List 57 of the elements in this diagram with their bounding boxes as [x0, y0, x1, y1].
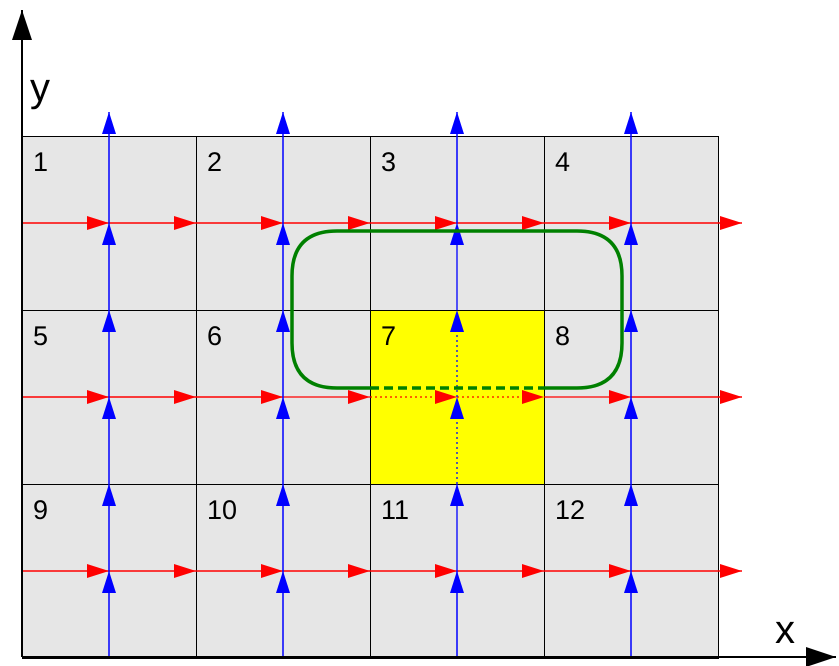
arrow: [624, 223, 638, 397]
cell-number: 3: [381, 147, 396, 177]
grid-cell: [544, 310, 719, 485]
arrow: [102, 112, 116, 223]
grid-cell: [22, 310, 197, 485]
arrow: [457, 564, 631, 578]
arrow: [22, 564, 109, 578]
arrow: [450, 112, 464, 223]
cell-number: 2: [207, 147, 222, 177]
grid-cell: [22, 136, 197, 311]
grid-cell: [370, 484, 545, 659]
grid-cell: [196, 484, 371, 659]
arrow: [109, 216, 283, 230]
cell-number: 6: [207, 321, 222, 351]
arrow: [450, 223, 464, 397]
highlighted-grid-cell: [370, 310, 545, 485]
grid-cell: [370, 136, 545, 311]
arrow: [276, 223, 290, 397]
cell-number: 12: [555, 495, 586, 525]
cell-number: 10: [207, 495, 238, 525]
arrow: [102, 223, 116, 397]
arrow: [450, 571, 464, 658]
arrow: [102, 571, 116, 658]
cell-number: 11: [381, 495, 410, 525]
grid-cell: [22, 484, 197, 659]
axis-label: x: [775, 608, 795, 652]
grid-cell: [196, 136, 371, 311]
arrow: [450, 397, 464, 571]
arrow: [624, 112, 638, 223]
arrow: [283, 564, 457, 578]
arrow: [631, 390, 742, 404]
arrow: [22, 216, 109, 230]
arrow: [283, 216, 457, 230]
arrow: [276, 571, 290, 658]
arrow: [109, 564, 283, 578]
arrow: [457, 390, 631, 404]
arrow: [631, 216, 742, 230]
cell-number: 5: [33, 321, 48, 351]
arrow: [109, 390, 283, 404]
arrow: [276, 397, 290, 571]
arrow: [102, 397, 116, 571]
grid-cell: [196, 310, 371, 485]
cell-number: 9: [33, 495, 48, 525]
arrow: [631, 564, 742, 578]
cell-number: 4: [555, 147, 570, 177]
arrow: [624, 571, 638, 658]
arrow: [283, 390, 457, 404]
cell-number: 8: [555, 321, 570, 351]
cell-number: 7: [381, 321, 396, 351]
arrow: [276, 112, 290, 223]
arrow: [22, 390, 109, 404]
grid-cell: [544, 484, 719, 659]
arrow: [457, 216, 631, 230]
grid-cell: [544, 136, 719, 311]
cell-number: 1: [33, 147, 48, 177]
arrow: [624, 397, 638, 571]
axis-label: y: [30, 66, 50, 110]
